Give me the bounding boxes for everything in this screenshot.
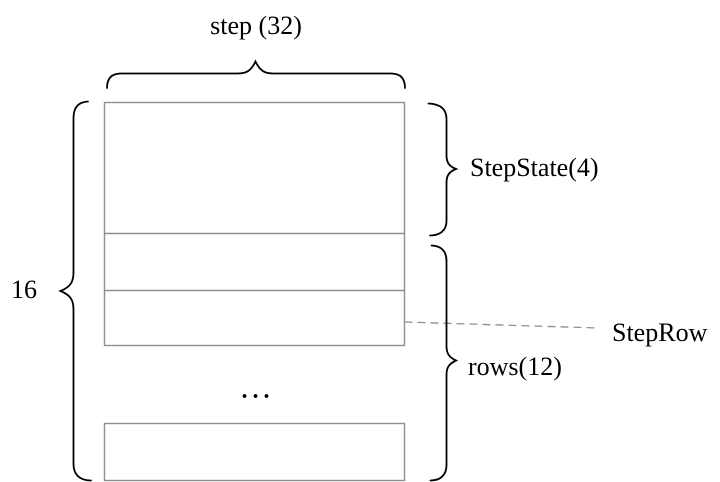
step-row-pointer-line [404, 321, 599, 329]
top-brace [106, 59, 406, 89]
step-row-label: StepRow [612, 318, 708, 347]
row-count-label: 16 [11, 275, 37, 304]
step-block-rect [103, 101, 406, 347]
rows-brace [429, 244, 459, 482]
step-width-label: step (32) [210, 11, 302, 40]
step-state-brace [427, 102, 459, 237]
left-brace [58, 100, 92, 482]
step-state-label: StepState(4) [470, 153, 599, 182]
rows-label: rows(12) [468, 352, 562, 381]
last-row-rect [103, 422, 406, 482]
ellipsis-label: ... [241, 378, 275, 404]
